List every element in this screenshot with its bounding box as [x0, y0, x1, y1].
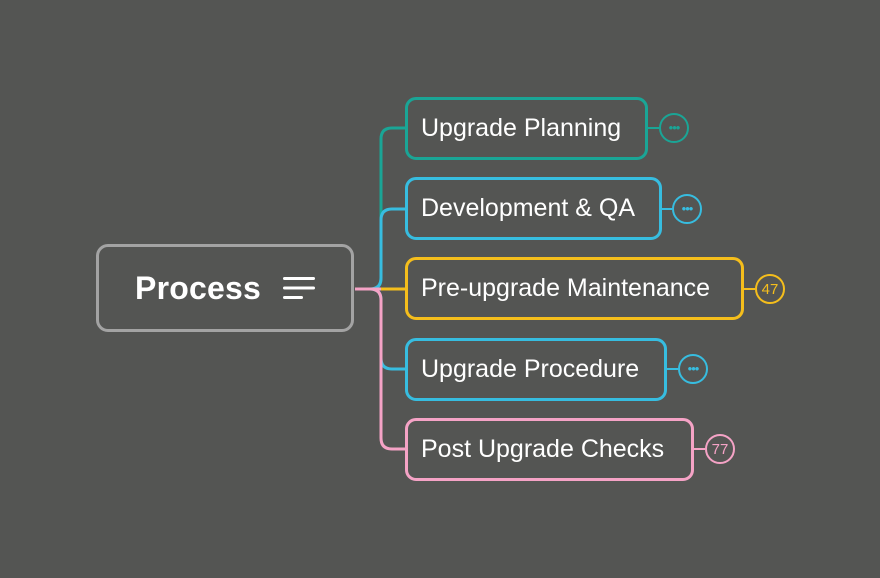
- topic-label: Upgrade Planning: [421, 114, 622, 142]
- count-badge-pre-upgrade-maintenance[interactable]: 47: [755, 274, 785, 304]
- count-badge-post-upgrade-checks[interactable]: 77: [705, 434, 735, 464]
- connector-development-qa: [355, 207, 407, 291]
- root-topic-process[interactable]: Process: [96, 244, 354, 332]
- topic-upgrade-procedure[interactable]: Upgrade Procedure: [405, 338, 667, 401]
- notes-lines-icon[interactable]: [282, 276, 315, 300]
- more-badge-development-qa[interactable]: •••: [672, 194, 702, 224]
- topic-label: Post Upgrade Checks: [421, 435, 665, 463]
- topic-upgrade-planning[interactable]: Upgrade Planning: [405, 97, 648, 160]
- root-topic-label: Process: [135, 269, 261, 306]
- more-badge-upgrade-planning[interactable]: •••: [659, 113, 689, 143]
- more-dots-icon: •••: [668, 119, 681, 135]
- more-dots-icon: •••: [681, 200, 694, 216]
- topic-label: Pre-upgrade Maintenance: [421, 274, 711, 302]
- more-dots-icon: •••: [687, 360, 700, 376]
- more-badge-upgrade-procedure[interactable]: •••: [678, 354, 708, 384]
- topic-label: Upgrade Procedure: [421, 355, 640, 383]
- count-badge-value: 77: [711, 440, 729, 458]
- topic-post-upgrade-checks[interactable]: Post Upgrade Checks: [405, 418, 694, 481]
- topic-pre-upgrade-maintenance[interactable]: Pre-upgrade Maintenance: [405, 257, 744, 320]
- topic-label: Development & QA: [421, 194, 635, 222]
- count-badge-value: 47: [761, 280, 779, 298]
- topic-development-qa[interactable]: Development & QA: [405, 177, 662, 240]
